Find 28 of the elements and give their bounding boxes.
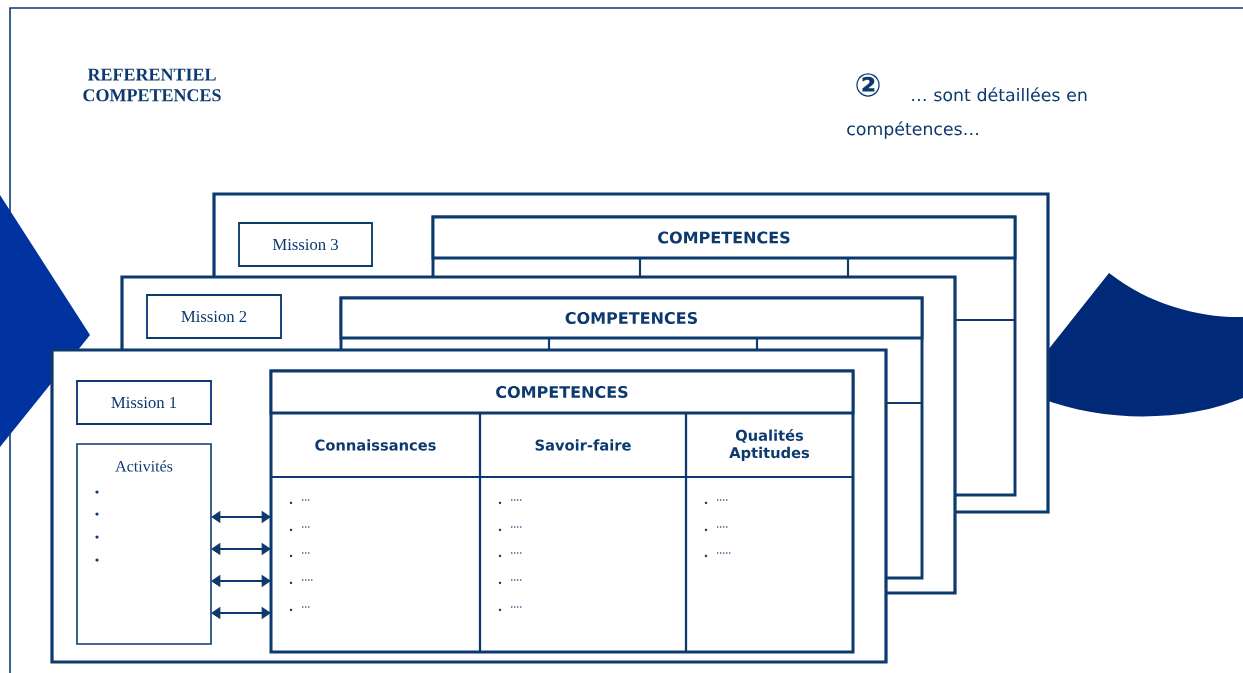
node-label: .... xyxy=(302,579,313,581)
table-header xyxy=(269,369,855,415)
mission-box: Mission 3 xyxy=(238,222,373,267)
double-arrow xyxy=(211,606,271,620)
mission-box: Mission 1 xyxy=(76,380,212,425)
header-text: COMPETENCES xyxy=(658,231,790,244)
node-label: .... xyxy=(511,526,522,528)
double-arrow xyxy=(211,574,271,588)
table-header xyxy=(431,215,1017,260)
node-label: ... xyxy=(302,526,310,528)
node-label: .... xyxy=(511,606,522,608)
table-header xyxy=(339,296,924,340)
header-text: COMPETENCES xyxy=(496,385,628,399)
node-label: ... xyxy=(302,552,310,554)
node-label: .... xyxy=(717,499,728,501)
node-label: ... xyxy=(302,499,310,501)
double-arrow xyxy=(211,510,271,524)
title: REFERENTIEL COMPETENCES xyxy=(83,68,221,102)
activity-box: Activités xyxy=(76,443,212,645)
node-label: .... xyxy=(511,579,522,581)
node-label: .... xyxy=(511,552,522,554)
mission-box: Mission 2 xyxy=(146,294,282,339)
node-label: ..... xyxy=(717,552,731,554)
node-label: .... xyxy=(717,526,728,528)
header-text: COMPETENCES xyxy=(565,311,697,325)
node-label: ... xyxy=(302,606,310,608)
double-arrow xyxy=(211,542,271,556)
node-label: .... xyxy=(511,499,522,501)
